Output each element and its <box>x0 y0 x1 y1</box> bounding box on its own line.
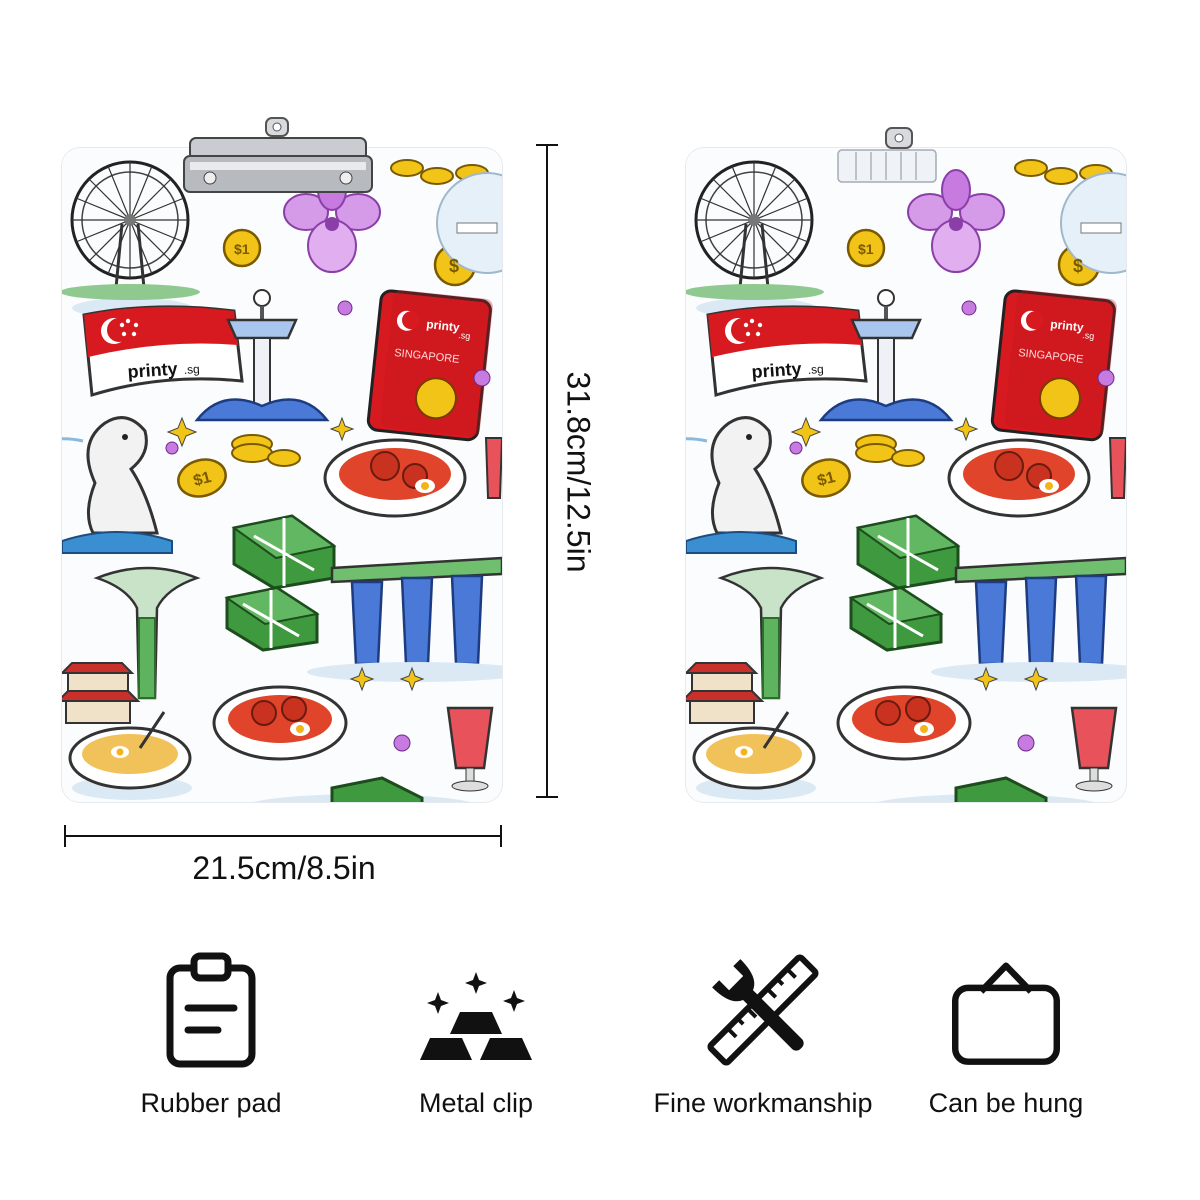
height-dimension-label: 31.8cm/12.5in <box>560 371 597 573</box>
feature-label: Rubber pad <box>140 1088 282 1118</box>
coin-label-text: $1 <box>234 241 250 257</box>
feature-fine-workmanship: Fine workmanship <box>643 950 883 1130</box>
feature-label: Can be hung <box>928 1088 1084 1118</box>
feature-rubber-pad: Rubber pad <box>91 950 331 1130</box>
flag-domain-text: .sg <box>183 362 200 377</box>
gold-bars-icon <box>416 950 536 1070</box>
clipboard-back: printy .sg printy .sg SINGAPORE $1 $ <box>686 148 1126 802</box>
feature-label: Metal clip <box>418 1088 534 1118</box>
coin-symbol-text: $ <box>449 256 459 276</box>
width-dimension-cap-right <box>500 825 502 847</box>
height-dimension-cap-bottom <box>536 796 558 798</box>
feature-label: Fine workmanship <box>653 1088 873 1118</box>
passport-domain-text: .sg <box>1082 330 1095 341</box>
height-dimension-cap-top <box>536 144 558 146</box>
hanging-frame-icon <box>946 950 1066 1070</box>
feature-metal-clip: Metal clip <box>356 950 596 1130</box>
singapore-pattern-art: printy .sg printy .sg SINGAPORE $1 $ <box>62 148 502 802</box>
flag-brand-text: printy <box>751 359 802 382</box>
passport-brand-text: printy <box>1050 317 1085 334</box>
metal-clip-front <box>183 117 373 193</box>
width-dimension-cap-left <box>64 825 66 847</box>
wrench-ruler-icon <box>703 950 823 1070</box>
singapore-pattern-art-back: printy .sg printy .sg SINGAPORE $1 $ <box>686 148 1126 802</box>
passport-domain-text: .sg <box>458 330 471 341</box>
metal-clip-back <box>885 127 913 149</box>
feature-can-be-hung: Can be hung <box>886 950 1126 1130</box>
clipboard-front: printy .sg printy .sg SINGAPORE $1 $ <box>62 148 502 802</box>
passport-brand-text: printy <box>426 317 461 334</box>
width-dimension-line <box>64 835 502 837</box>
flag-brand-text: printy <box>127 359 178 382</box>
clipboard-icon <box>151 950 271 1070</box>
coin-symbol-text: $ <box>1073 256 1083 276</box>
coin-label-text: $1 <box>858 241 874 257</box>
flag-domain-text: .sg <box>807 362 824 377</box>
height-dimension-line <box>546 145 548 797</box>
width-dimension-label: 21.5cm/8.5in <box>192 850 376 886</box>
